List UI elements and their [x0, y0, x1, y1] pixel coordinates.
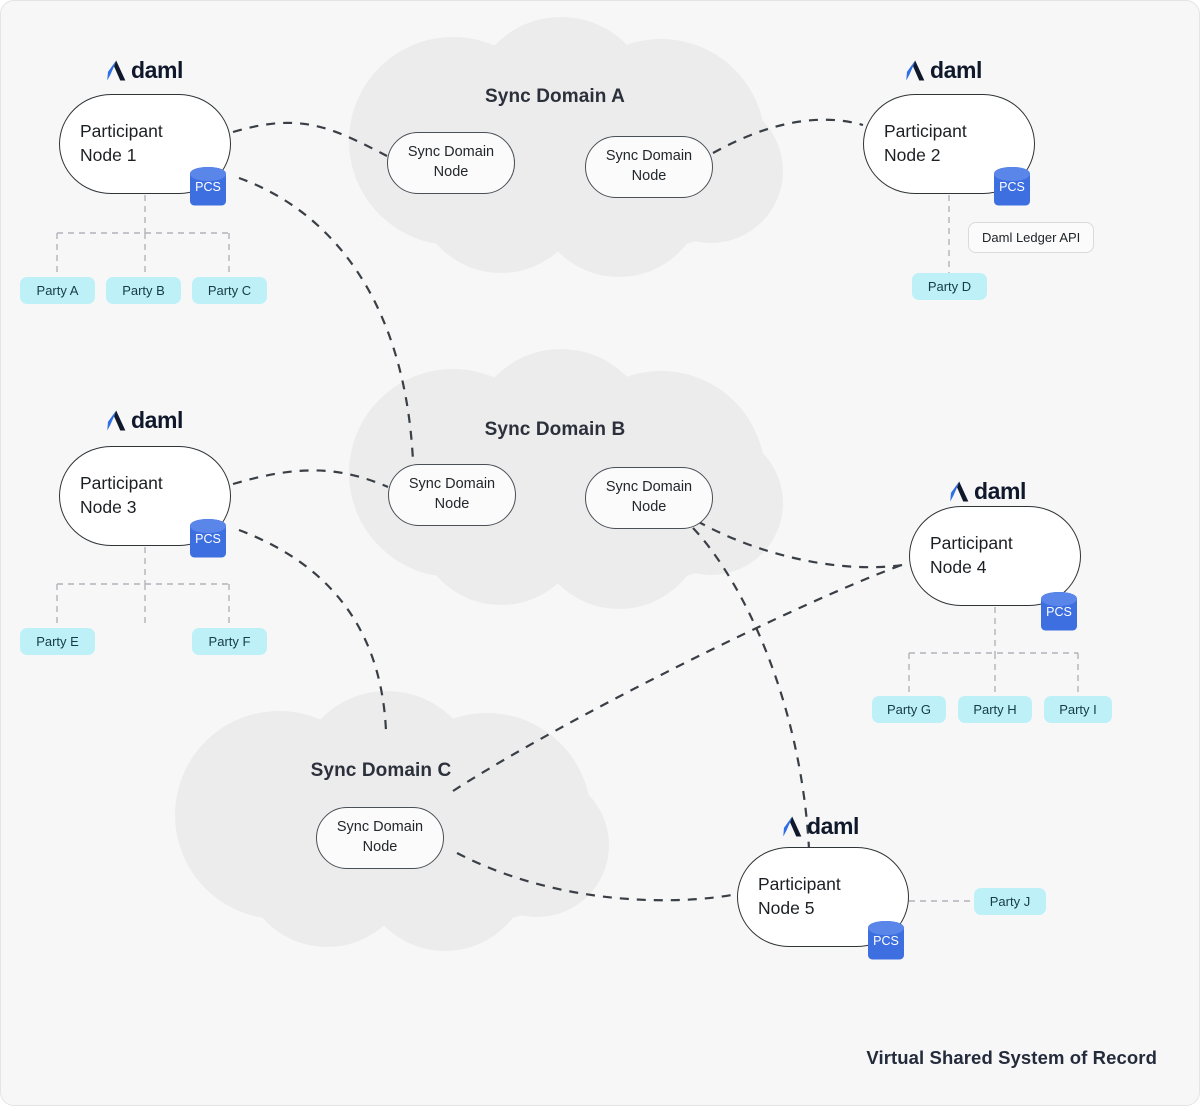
database-cylinder-icon: [994, 167, 1030, 206]
participant-node-4-label: Participant Node 4: [930, 533, 1013, 577]
party-i[interactable]: Party I: [1044, 696, 1112, 723]
pcs-badge-3[interactable]: PCS: [188, 518, 228, 560]
cloud-label-sync-domain-c: Sync Domain C: [310, 760, 452, 781]
cloud-label-sync-domain-a: Sync Domain A: [485, 86, 625, 107]
party-e[interactable]: Party E: [20, 628, 95, 655]
party-j[interactable]: Party J: [974, 888, 1046, 915]
party-c[interactable]: Party C: [192, 277, 267, 304]
sdn-a-2[interactable]: Sync Domain Node: [585, 136, 713, 198]
daml-lambda-icon: [107, 60, 126, 81]
cloud-label-sync-domain-b: Sync Domain B: [484, 419, 626, 440]
sdn-b-1[interactable]: Sync Domain Node: [388, 464, 516, 526]
daml-wordmark: daml: [929, 57, 983, 83]
database-cylinder-icon: [1041, 592, 1077, 631]
participant-node-2-label: Participant Node 2: [884, 121, 967, 165]
participant-node-5[interactable]: Participant Node 5: [737, 847, 909, 947]
daml-logo-participant-node-4: daml: [950, 478, 1026, 505]
daml-logo-participant-node-1: daml: [107, 57, 183, 84]
participant-node-1[interactable]: Participant Node 1: [59, 94, 231, 194]
daml-ledger-api[interactable]: Daml Ledger API: [968, 222, 1095, 253]
participant-node-1-label: Participant Node 1: [80, 121, 163, 165]
database-cylinder-icon: [868, 921, 904, 960]
pcs-badge-2[interactable]: PCS: [992, 166, 1032, 208]
daml-wordmark: daml: [973, 478, 1027, 504]
database-cylinder-icon: [190, 167, 226, 206]
daml-logo-participant-node-2: daml: [906, 57, 982, 84]
daml-wordmark: daml: [130, 57, 184, 83]
diagram-footer-title: Virtual Shared System of Record: [866, 1047, 1157, 1068]
pcs-badge-1[interactable]: PCS: [188, 166, 228, 208]
daml-wordmark: daml: [130, 407, 184, 433]
pcs-badge-4[interactable]: PCS: [1039, 591, 1079, 633]
sdn-b-2[interactable]: Sync Domain Node: [585, 467, 713, 529]
daml-wordmark: daml: [806, 813, 860, 839]
daml-lambda-icon: [107, 410, 126, 431]
participant-node-3-label: Participant Node 3: [80, 473, 163, 517]
sdn-c-1[interactable]: Sync Domain Node: [316, 807, 444, 869]
database-cylinder-icon: [190, 519, 226, 558]
pcs-badge-5[interactable]: PCS: [866, 920, 906, 962]
sdn-a-1[interactable]: Sync Domain Node: [387, 132, 515, 194]
participant-node-4[interactable]: Participant Node 4: [909, 506, 1081, 606]
pcs-label: PCS: [195, 532, 221, 546]
daml-logo-participant-node-3: daml: [107, 407, 183, 434]
party-d[interactable]: Party D: [912, 273, 987, 300]
daml-lambda-icon: [783, 816, 802, 837]
daml-logo-participant-node-5: daml: [783, 813, 859, 840]
pcs-label: PCS: [873, 934, 899, 948]
pcs-label: PCS: [195, 180, 221, 194]
party-g[interactable]: Party G: [872, 696, 946, 723]
party-h[interactable]: Party H: [958, 696, 1032, 723]
party-a[interactable]: Party A: [20, 277, 95, 304]
pcs-label: PCS: [999, 180, 1025, 194]
party-b[interactable]: Party B: [106, 277, 181, 304]
participant-node-5-label: Participant Node 5: [758, 874, 841, 918]
party-f[interactable]: Party F: [192, 628, 267, 655]
daml-lambda-icon: [906, 60, 925, 81]
daml-lambda-icon: [950, 481, 969, 502]
pcs-label: PCS: [1046, 605, 1072, 619]
